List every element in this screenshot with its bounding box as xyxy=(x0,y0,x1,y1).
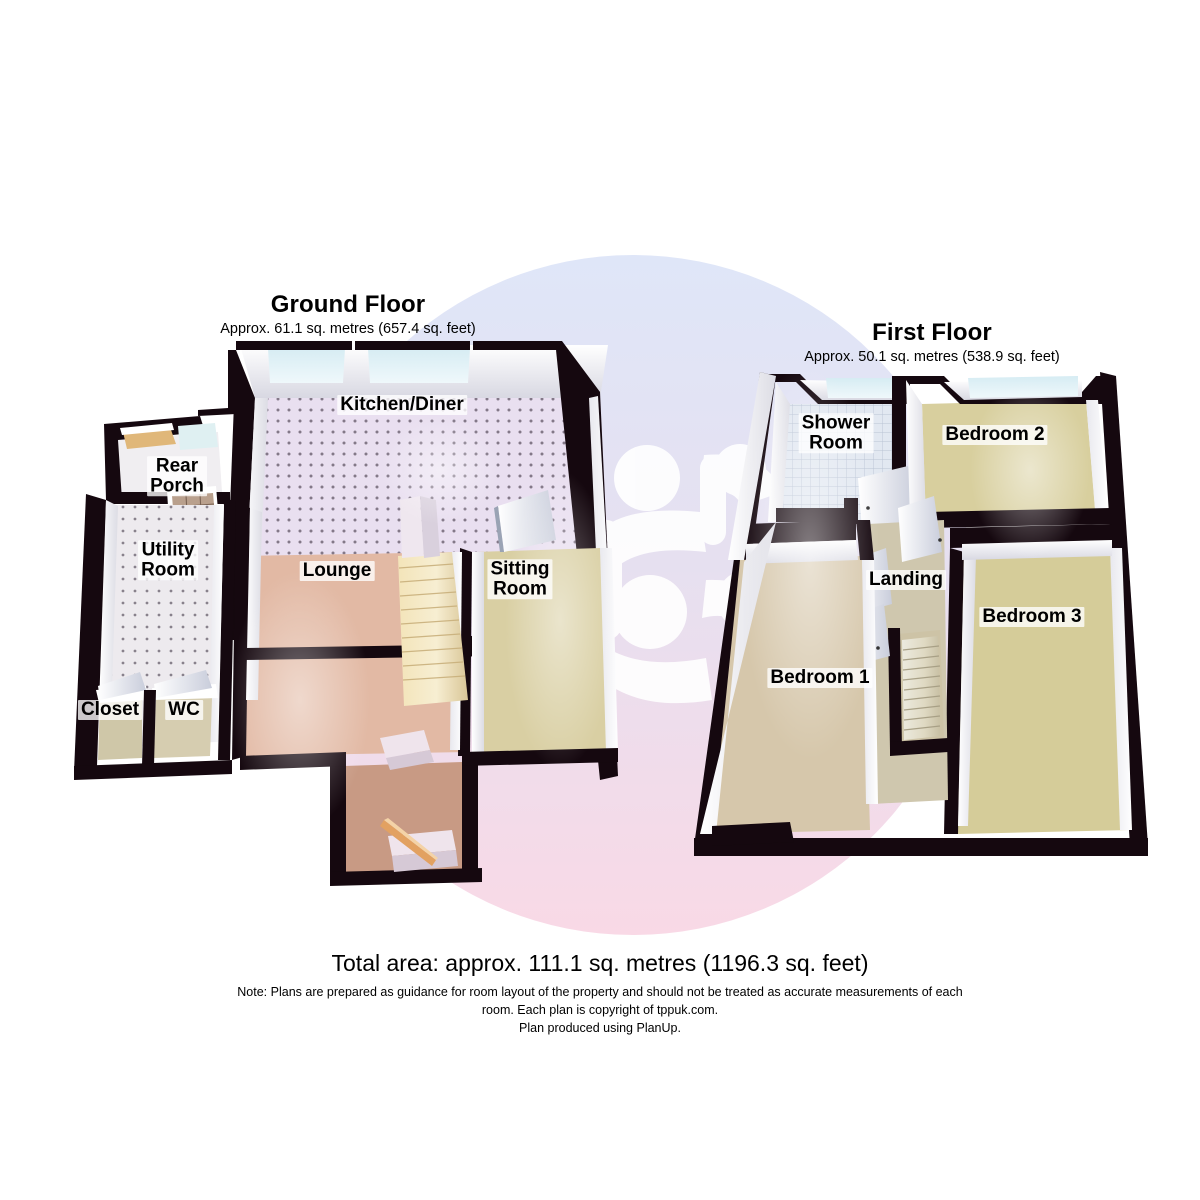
first-floor-plan xyxy=(694,360,1148,856)
room-landing xyxy=(848,496,948,804)
room-bedroom-3 xyxy=(944,524,1132,834)
disclaimer-block: Note: Plans are prepared as guidance for… xyxy=(0,983,1200,1037)
disclaimer-line-2: room. Each plan is copyright of tppuk.co… xyxy=(481,1003,719,1018)
total-area-text: Total area: approx. 111.1 sq. metres (11… xyxy=(331,950,869,976)
room-wc xyxy=(152,670,218,758)
disclaimer-line-1: Note: Plans are prepared as guidance for… xyxy=(237,985,963,999)
disclaimer-line-3: Plan produced using PlanUp. xyxy=(519,1021,681,1036)
room-closet xyxy=(96,672,148,760)
lighting-glow xyxy=(230,415,615,830)
